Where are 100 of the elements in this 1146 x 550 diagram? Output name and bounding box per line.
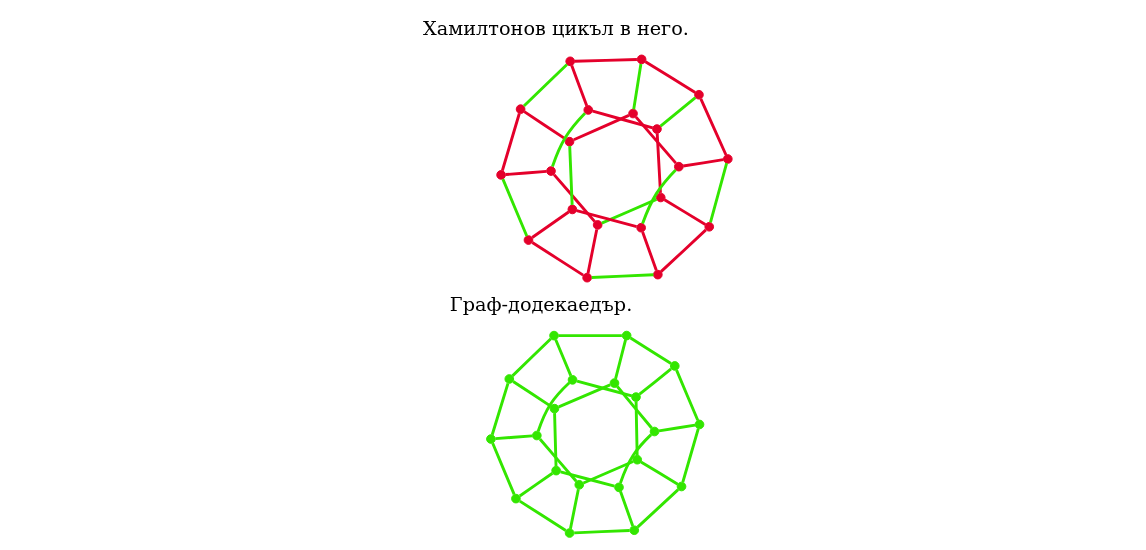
connector [538, 438, 577, 483]
node-circle [652, 269, 663, 280]
node-circle [545, 166, 556, 176]
connector [575, 209, 637, 228]
connector [567, 146, 574, 205]
connector [501, 178, 528, 237]
connector [586, 229, 598, 274]
node-circle [722, 154, 733, 164]
connector [699, 98, 727, 156]
connector [505, 169, 547, 176]
node-circle [549, 403, 559, 414]
connector [615, 385, 653, 429]
node-circle [567, 204, 577, 215]
connector [663, 198, 706, 226]
connector [674, 369, 699, 421]
connector [629, 336, 672, 365]
connector [659, 228, 707, 273]
connector [576, 379, 632, 398]
connector [638, 367, 672, 396]
connector [640, 231, 658, 271]
connector [618, 491, 634, 527]
node-circle [564, 528, 574, 538]
connector [631, 63, 642, 110]
node-circle [609, 378, 619, 388]
node-circle [635, 222, 646, 233]
node-circle [628, 525, 639, 536]
connector [490, 442, 515, 495]
connector [536, 381, 570, 432]
connector [550, 112, 586, 167]
connector [634, 115, 677, 165]
connector [553, 339, 572, 377]
connector [523, 110, 566, 141]
node-circle [636, 54, 646, 65]
node-circle [703, 221, 714, 232]
connector [618, 433, 652, 484]
connector [591, 109, 653, 130]
connector [500, 113, 521, 171]
node-circle [564, 136, 574, 147]
connector [559, 470, 615, 488]
label: Граф-додекаедър. [449, 292, 632, 316]
connector [573, 529, 630, 535]
connector [511, 380, 551, 408]
node-circle [582, 105, 593, 115]
connector [518, 499, 567, 532]
node-circle [630, 392, 641, 402]
node-circle [550, 465, 561, 476]
label: Хамилтонов цикъл в него. [422, 16, 689, 40]
node-circle [503, 374, 514, 384]
connector [636, 488, 679, 529]
connector [511, 337, 552, 377]
connector [644, 60, 696, 94]
connector [591, 273, 654, 279]
node-circle [592, 220, 602, 230]
node-circle [651, 124, 662, 134]
connector [522, 63, 568, 107]
connector [552, 413, 557, 467]
connector [490, 382, 509, 436]
connector [582, 460, 634, 485]
node-circle [673, 161, 684, 172]
node-circle [485, 434, 496, 444]
connector [659, 96, 696, 128]
connector [569, 64, 588, 107]
connector [557, 383, 611, 409]
connector [558, 334, 622, 338]
node-circle [564, 56, 575, 67]
connector [494, 434, 532, 441]
connector [680, 428, 700, 483]
node-circle [573, 479, 584, 490]
node-circle [510, 493, 521, 504]
node-circle [693, 89, 704, 100]
node-circle [694, 419, 704, 430]
connector [682, 158, 723, 168]
connector [658, 423, 695, 433]
connector [600, 198, 657, 225]
connector [552, 173, 596, 223]
node-circle [613, 482, 624, 493]
node-circle [655, 192, 666, 203]
node-circle [515, 104, 525, 114]
connector [708, 162, 728, 223]
node-circle [495, 170, 506, 180]
node-circle [567, 375, 577, 385]
connector [655, 133, 662, 193]
node-circle [627, 108, 638, 119]
node-circle [631, 454, 642, 465]
node-circle [531, 430, 542, 441]
connector [639, 460, 678, 486]
node-circle [581, 272, 592, 283]
connector [634, 401, 639, 456]
node-circle [548, 330, 559, 341]
node-circle [676, 481, 686, 492]
node-circle [621, 330, 631, 341]
node-circle [523, 235, 533, 245]
connector [574, 58, 637, 63]
connector [530, 210, 569, 239]
connector [640, 168, 677, 225]
node-circle [669, 361, 680, 371]
connector [572, 114, 629, 142]
connector [531, 241, 584, 277]
node-circle [649, 426, 659, 437]
connector [518, 472, 553, 498]
